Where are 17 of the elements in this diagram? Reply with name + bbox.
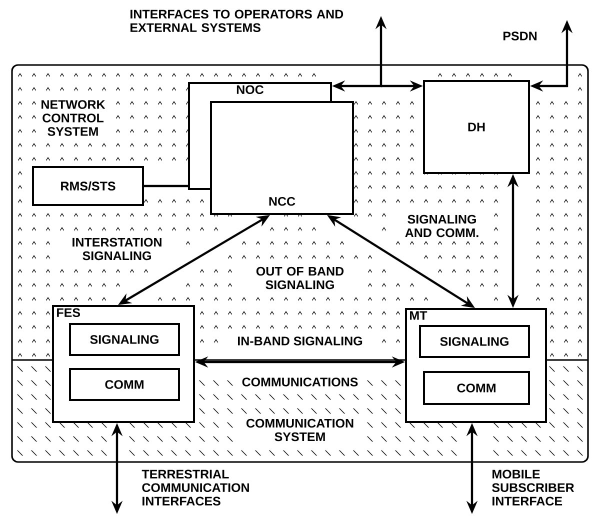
unit-box: NCC xyxy=(210,101,354,215)
edge-label: INTERFACES TO OPERATORS AND EXTERNAL SYSTEMS xyxy=(130,10,344,32)
unit-box: RMS/STS xyxy=(32,166,144,206)
edge-label: TERRESTRIAL COMMUNICATION INTERFACES xyxy=(142,470,249,506)
unit-box: DH xyxy=(423,80,530,174)
unit-box: SIGNALING xyxy=(69,323,180,356)
connector-line xyxy=(144,184,188,188)
edge-label: IN-BAND SIGNALING xyxy=(238,336,362,346)
unit-box: COMM xyxy=(69,368,180,401)
unit-box: COMM xyxy=(423,371,530,405)
edge-label: MOBILE SUBSCRIBER INTERFACE xyxy=(492,470,574,506)
edge-label: PSDN xyxy=(503,32,537,40)
edge-label: SIGNALING AND COMM. xyxy=(405,214,478,238)
edge-label: OUT OF BAND SIGNALING xyxy=(256,266,344,290)
text-label: COMMUNICATIONS xyxy=(242,378,358,386)
unit-box: SIGNALING xyxy=(419,325,530,358)
edge-label: INTERSTATION SIGNALING xyxy=(72,238,162,260)
